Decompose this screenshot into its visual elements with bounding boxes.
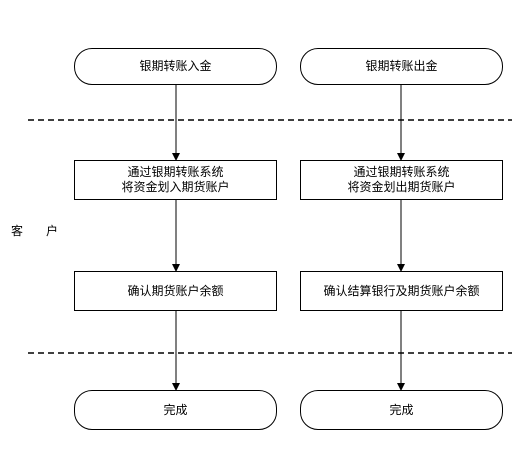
right-end-node: 完成 bbox=[300, 390, 503, 430]
right-start-node: 银期转账出金 bbox=[300, 48, 503, 85]
right-step2-node: 确认结算银行及期货账户余额 bbox=[300, 271, 503, 311]
left-start-node: 银期转账入金 bbox=[74, 48, 277, 85]
right-step1-node: 通过银期转账系统 将资金划出期货账户 bbox=[300, 160, 503, 200]
left-end-node: 完成 bbox=[74, 390, 277, 430]
side-label-char-1: 客 bbox=[11, 224, 24, 238]
left-step1-node: 通过银期转账系统 将资金划入期货账户 bbox=[74, 160, 277, 200]
left-step2-node: 确认期货账户余额 bbox=[74, 271, 277, 311]
side-label-char-2: 户 bbox=[46, 224, 59, 238]
